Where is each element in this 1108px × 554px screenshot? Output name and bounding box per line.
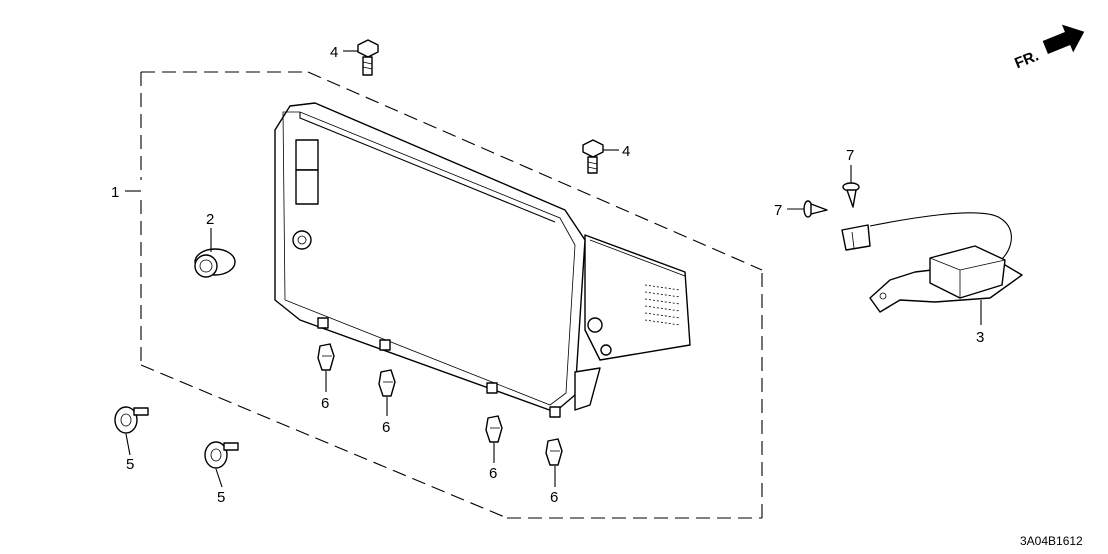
tapping-screw-top xyxy=(842,182,860,208)
callout-6-d: 6 xyxy=(550,489,558,506)
front-direction-indicator: FR. xyxy=(1012,24,1085,72)
antenna-module xyxy=(841,212,1023,313)
screw-part-left xyxy=(114,406,149,434)
chassis-vents xyxy=(644,284,681,326)
callout-7-left: 7 xyxy=(774,202,782,219)
callout-5-right: 5 xyxy=(217,489,225,506)
leader-lines xyxy=(125,50,982,488)
callout-1: 1 xyxy=(111,184,119,201)
clip-part-a xyxy=(317,343,335,371)
callout-4-top: 4 xyxy=(330,44,338,61)
callout-labels: 1 2 3 4 4 5 5 6 6 6 6 7 7 xyxy=(111,44,984,506)
front-direction-label: FR. xyxy=(1012,47,1041,72)
clip-part-d xyxy=(545,438,563,466)
callout-4-mid: 4 xyxy=(622,143,630,160)
arrow-right-icon xyxy=(1042,24,1085,54)
tapping-screw-left xyxy=(803,200,828,218)
display-unit xyxy=(274,102,691,418)
callout-6-a: 6 xyxy=(321,395,329,412)
image-code: 3A04B1612 xyxy=(1020,534,1083,548)
callout-2: 2 xyxy=(206,211,214,228)
knob-part xyxy=(194,248,236,278)
callout-5-left: 5 xyxy=(126,456,134,473)
clip-part-c xyxy=(485,415,503,443)
bolt-part-top xyxy=(357,39,379,76)
assembly-outline xyxy=(140,71,763,519)
callout-7-top: 7 xyxy=(846,147,854,164)
screw-part-right xyxy=(204,441,239,469)
clip-part-b xyxy=(378,369,396,397)
bolt-part-mid xyxy=(582,139,604,174)
callout-6-b: 6 xyxy=(382,419,390,436)
callout-6-c: 6 xyxy=(489,465,497,482)
callout-3: 3 xyxy=(976,329,984,346)
